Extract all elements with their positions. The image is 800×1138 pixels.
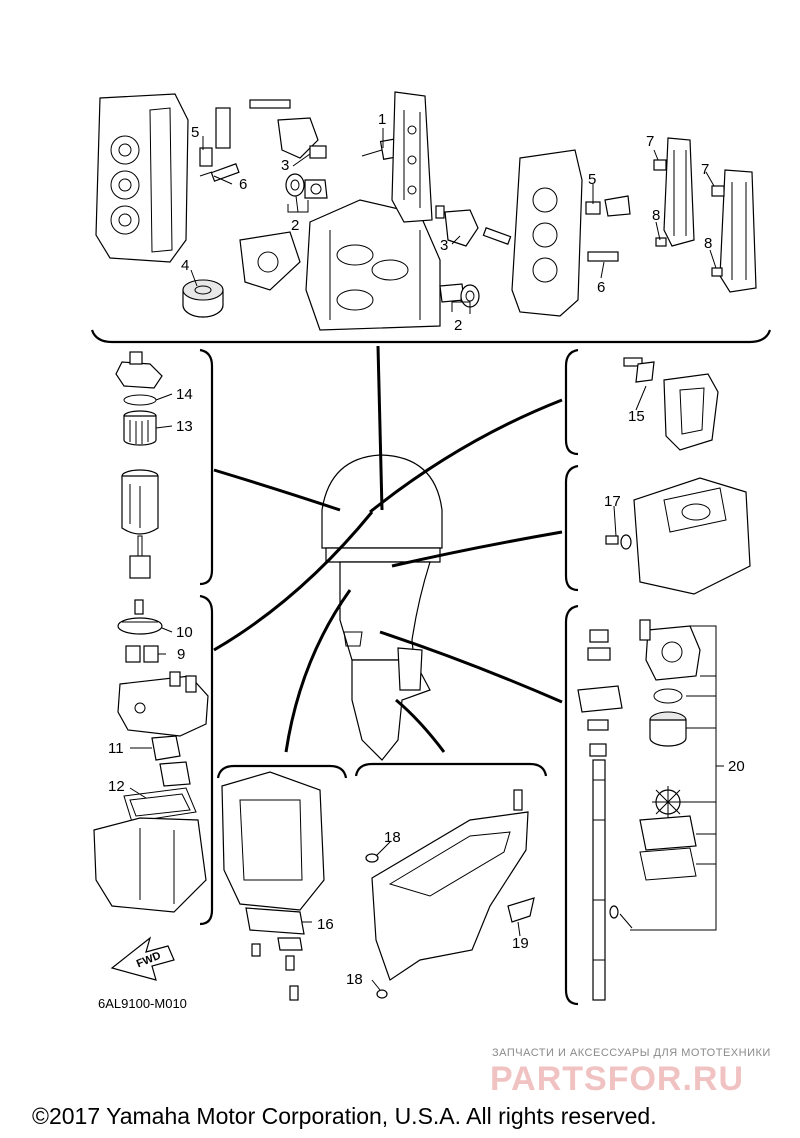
- outer-plate: [639, 815, 697, 851]
- filter-element-13: [123, 410, 157, 446]
- drawing-code: 6AL9100-M010: [98, 996, 187, 1011]
- cylinder-head-right: [511, 149, 583, 317]
- water-pump-group: [577, 619, 724, 1001]
- lower-unit-group: [365, 789, 535, 999]
- watermark: ЗАПЧАСТИ И АКСЕССУАРЫ ДЛЯ МОТОТЕХНИКИ PA…: [490, 1047, 771, 1098]
- callout-7-left: 7: [646, 133, 654, 150]
- callout-3-left: 3: [281, 157, 289, 174]
- right-upper-brace: [564, 348, 579, 456]
- guide-lines: [213, 345, 563, 753]
- separator-tank: [93, 817, 207, 913]
- float-chamber: [159, 761, 191, 787]
- callout-12: 12: [108, 778, 125, 795]
- callout-14: 14: [176, 386, 193, 403]
- right-lower-brace: [564, 604, 579, 1006]
- swivel-bracket-group: [221, 771, 325, 1001]
- callout-7-right: 7: [701, 161, 709, 178]
- woodruff-key: [609, 905, 619, 919]
- cylinder-head-left: [95, 93, 189, 263]
- callout-17: 17: [604, 493, 621, 510]
- pump-o-ring: [653, 688, 683, 704]
- callout-20: 20: [728, 758, 745, 775]
- anode-19: [507, 897, 535, 923]
- left-upper-brace: [199, 348, 214, 586]
- vapor-separator-group: [93, 599, 209, 913]
- copyright-text: ©2017 Yamaha Motor Corporation, U.S.A. A…: [32, 1103, 657, 1129]
- callout-9: 9: [177, 646, 185, 663]
- pump-insert: [649, 711, 687, 747]
- callout-numbers: 1 2 2 3 3 4 5 5 6 6 7 7 8 8 9 10 11 12 1…: [108, 111, 745, 988]
- cover-15-group: [623, 357, 719, 451]
- top-section: [90, 91, 772, 344]
- plate-gasket: [639, 847, 697, 881]
- callout-6-left: 6: [239, 176, 247, 193]
- filter-cap: [115, 351, 163, 389]
- grommet-18-top: [365, 853, 379, 863]
- exhaust-cover-right-1: [653, 137, 695, 247]
- o-ring-14: [123, 394, 157, 406]
- sensor-right: [585, 195, 631, 217]
- bottom-center-brace: [354, 762, 548, 777]
- cylinder-block: [305, 199, 441, 331]
- watermark-tagline: ЗАПЧАСТИ И АКСЕССУАРЫ ДЛЯ МОТОТЕХНИКИ: [492, 1047, 771, 1059]
- callout-5-right: 5: [588, 171, 596, 188]
- shaft-seals: [577, 629, 623, 757]
- callout-20-bracket: [619, 625, 724, 931]
- callout-6-right: 6: [597, 279, 605, 296]
- callout-2-right: 2: [454, 317, 462, 334]
- callout-4: 4: [181, 257, 189, 274]
- gasket-12: [123, 787, 197, 823]
- pump-housing: [639, 619, 701, 681]
- callout-19: 19: [512, 935, 529, 952]
- callout-10: 10: [176, 624, 193, 641]
- watermark-brand: PARTSFOR.RU: [490, 1060, 744, 1098]
- rubber-mount-16: [245, 907, 305, 951]
- right-mid-brace: [564, 464, 579, 592]
- callout-8-right: 8: [704, 235, 712, 252]
- spark-plug-right: [587, 251, 619, 262]
- exhaust-cover-center: [391, 91, 433, 223]
- callout-8-left: 8: [652, 207, 660, 224]
- callout-18-top: 18: [384, 829, 401, 846]
- callout-1: 1: [378, 111, 386, 128]
- exhaust-cover-right-2: [711, 169, 757, 293]
- thermostat-right: [435, 205, 512, 247]
- fwd-arrow: FWD: [110, 936, 175, 981]
- callout-18-bottom: 18: [346, 971, 363, 988]
- callout-13: 13: [176, 418, 193, 435]
- leader-lines: [129, 128, 717, 991]
- separator-body: [117, 671, 209, 737]
- callout-15: 15: [628, 408, 645, 425]
- top-section-brace: [90, 329, 772, 344]
- water-sensor: [129, 535, 151, 579]
- filter-bracket: [239, 231, 301, 291]
- callout-5-left: 5: [191, 124, 199, 141]
- fuel-filter-group: [115, 351, 163, 579]
- bottom-left-brace: [216, 764, 348, 779]
- filter-bowl: [121, 469, 159, 535]
- pump-parts-9: [125, 645, 159, 663]
- thermostat-right-parts: [439, 283, 480, 308]
- upper-case-group: [605, 477, 751, 595]
- spark-plug-left: [199, 163, 240, 182]
- impeller: [652, 786, 684, 818]
- pump-cover-10: [117, 599, 163, 635]
- oil-filter: [182, 279, 224, 318]
- pressure-sensor-11: [151, 735, 181, 761]
- thermostat-left: [249, 99, 327, 159]
- drive-shaft: [592, 759, 606, 1001]
- grommet-17: [605, 534, 632, 550]
- callout-11: 11: [108, 740, 124, 757]
- sensor-left: [199, 107, 231, 167]
- thermostat-left-parts: [285, 173, 328, 199]
- callout-2-left: 2: [291, 217, 299, 234]
- left-lower-brace: [199, 594, 214, 926]
- callout-3-right: 3: [440, 237, 448, 254]
- callout-16: 16: [317, 916, 334, 933]
- grommet-18-bottom: [376, 989, 388, 999]
